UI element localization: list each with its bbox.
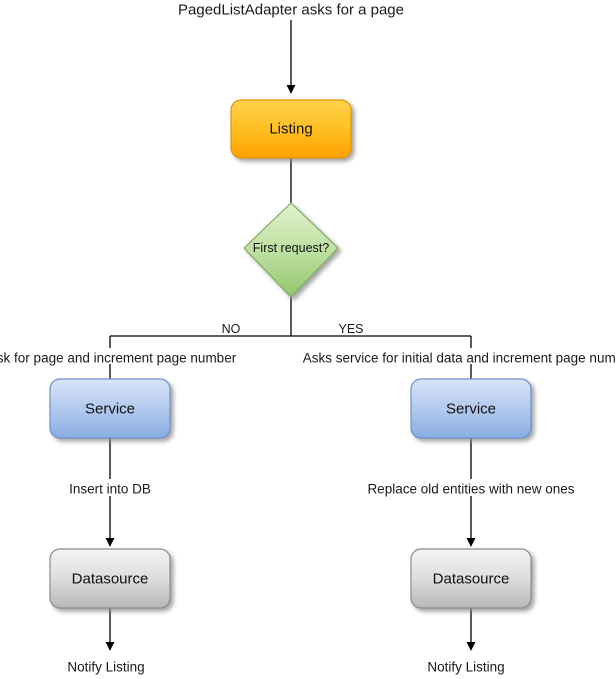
node-datasource-right[interactable] bbox=[410, 548, 532, 609]
edge-label-right-db: Replace old entities with new ones bbox=[367, 481, 575, 497]
node-decision-first-request[interactable] bbox=[243, 202, 339, 298]
node-shapes bbox=[49, 99, 532, 609]
edge-label-right-notify: Notify Listing bbox=[427, 659, 505, 675]
edge-label-left-db: Insert into DB bbox=[69, 481, 151, 497]
edge-label-left-notify: Notify Listing bbox=[67, 659, 145, 675]
node-datasource-left[interactable] bbox=[49, 548, 171, 609]
connector-group bbox=[105, 20, 476, 651]
edge-label-right-request: Asks service for initial data and increm… bbox=[302, 350, 616, 366]
edge-label-yes: YES bbox=[338, 321, 364, 336]
edge-label-no: NO bbox=[221, 321, 241, 336]
page-title: PagedListAdapter asks for a page bbox=[178, 1, 404, 19]
node-listing[interactable] bbox=[230, 99, 352, 159]
node-service-left[interactable] bbox=[49, 378, 171, 439]
edge-label-left-request: Ask for page and increment page number bbox=[0, 350, 237, 366]
node-service-right[interactable] bbox=[410, 378, 532, 439]
